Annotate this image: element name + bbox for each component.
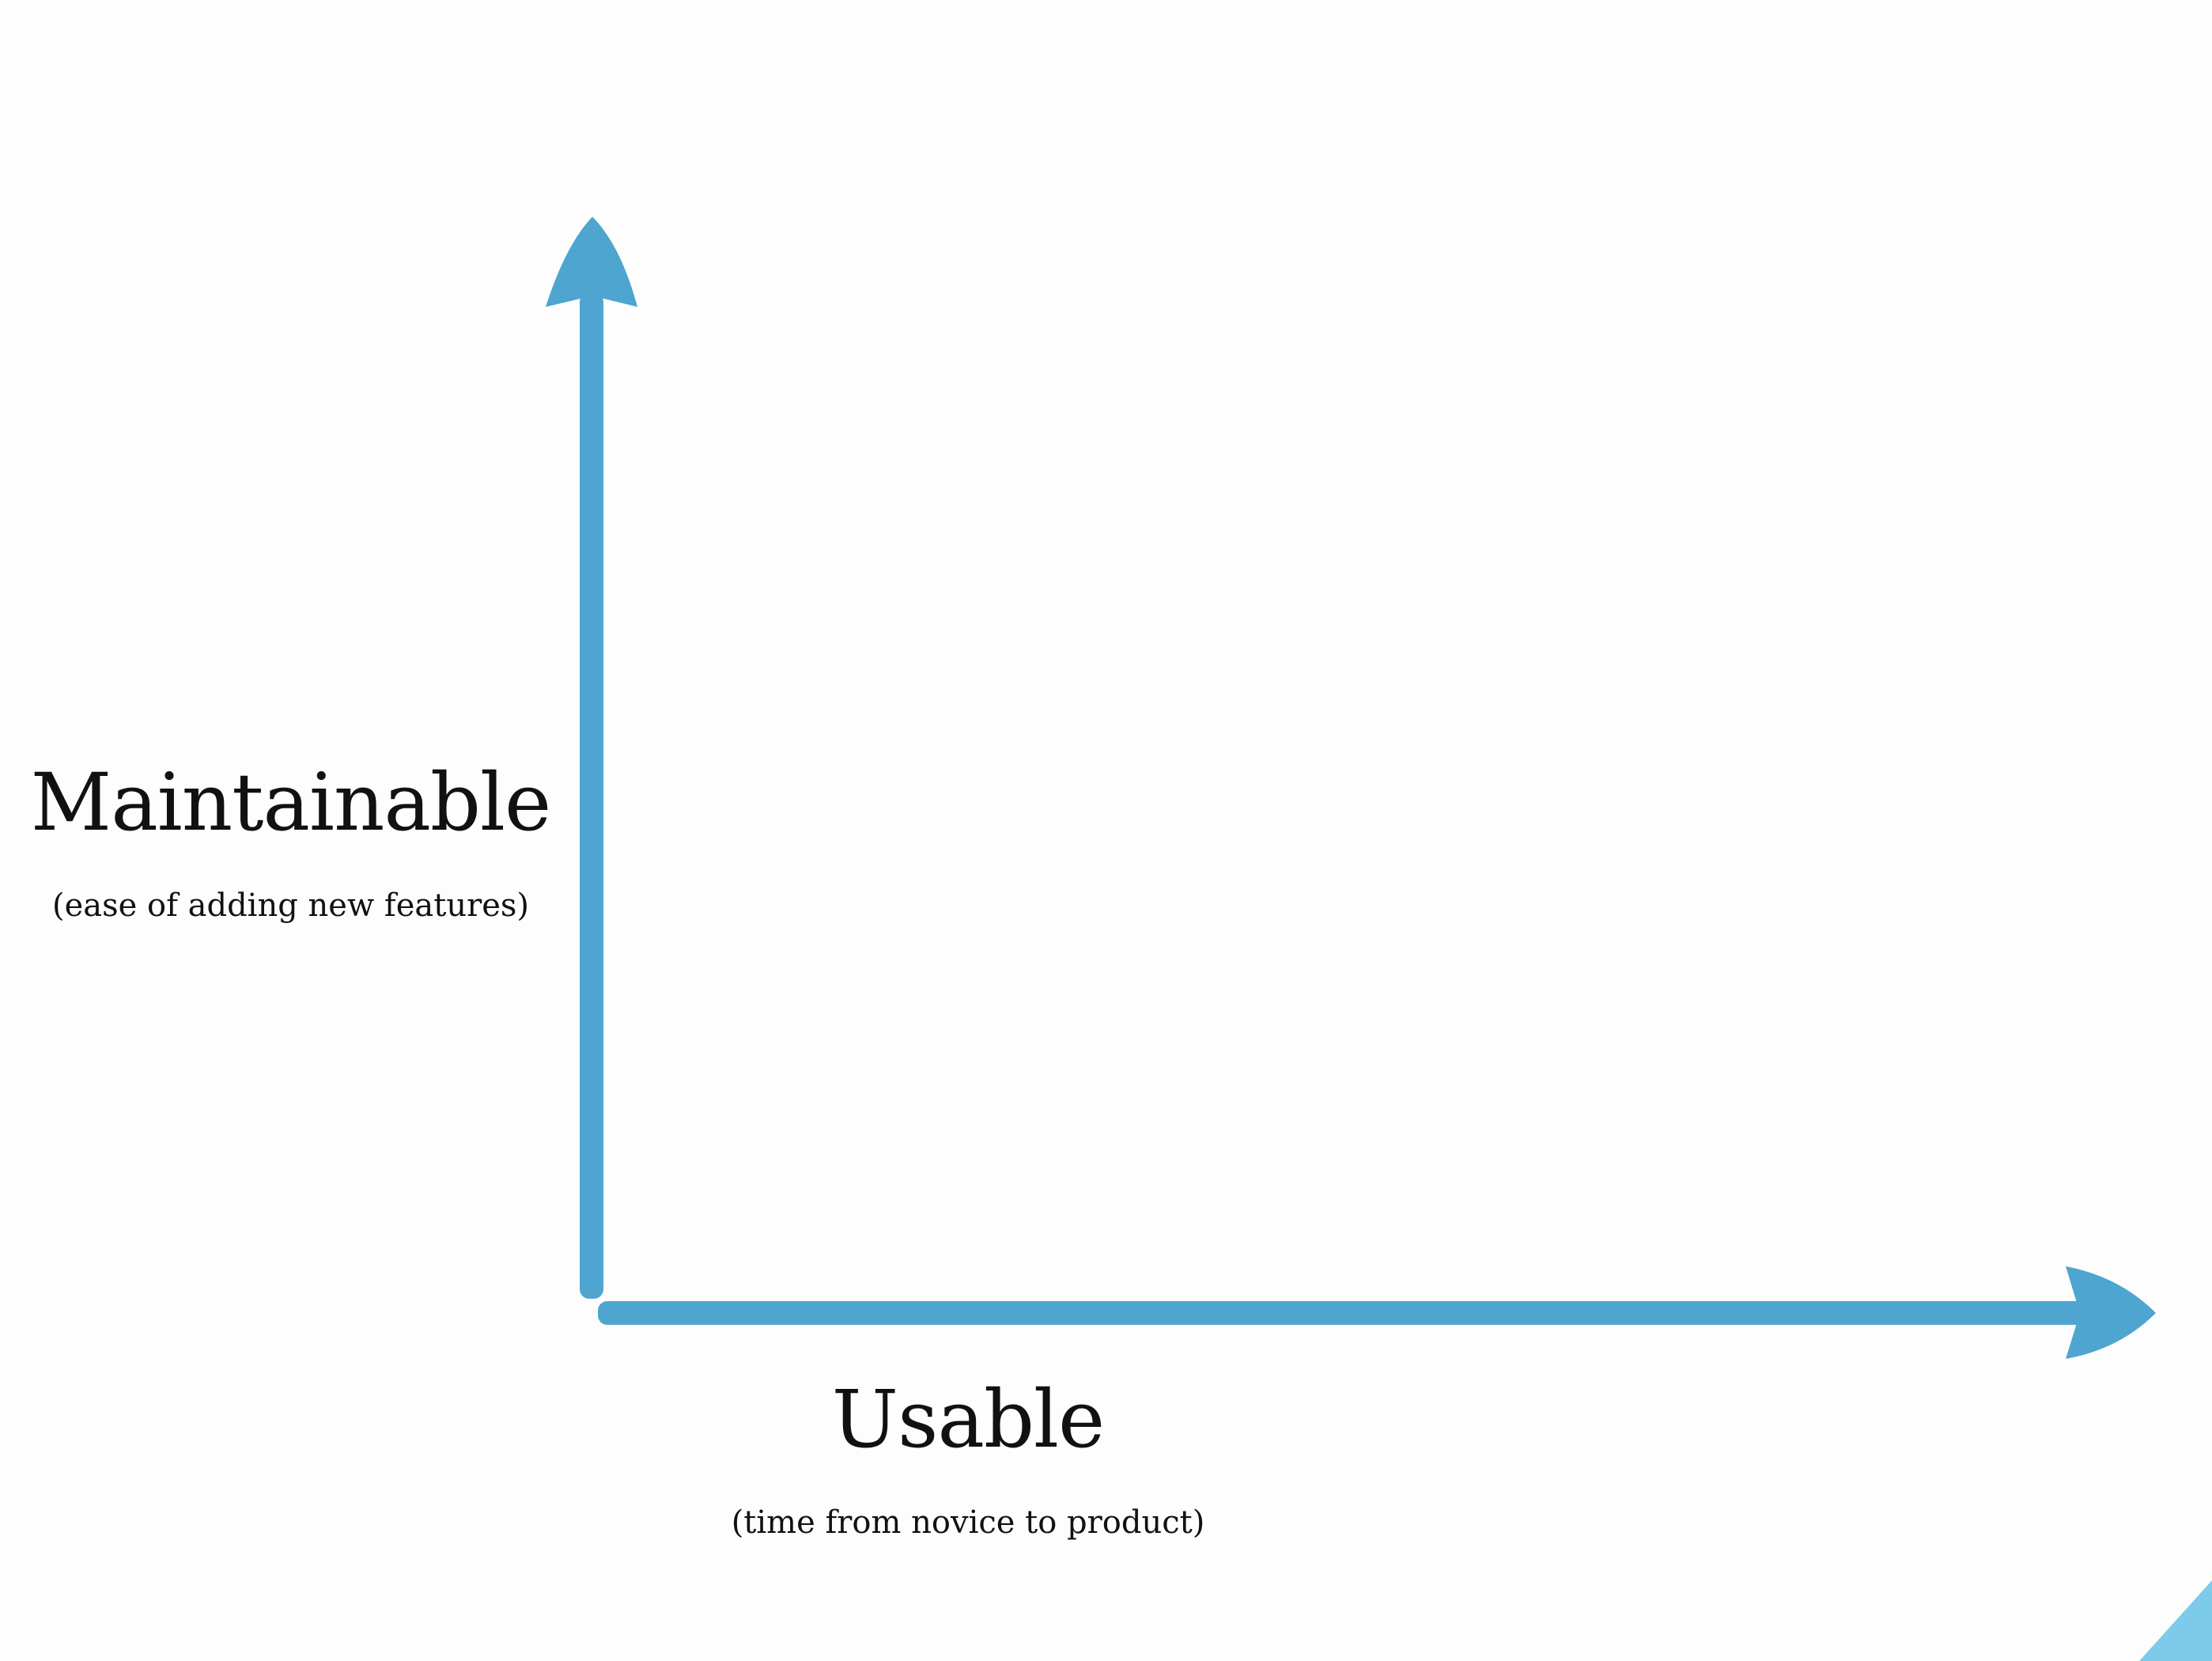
x-axis-title: Usable bbox=[831, 1373, 1105, 1466]
y-axis-arrowhead bbox=[546, 217, 637, 307]
x-axis-arrowhead bbox=[2066, 1266, 2156, 1359]
x-axis-line bbox=[598, 1301, 2100, 1325]
x-axis-subtitle: (time from novice to product) bbox=[731, 1504, 1205, 1541]
y-axis-line bbox=[580, 293, 603, 1299]
y-axis-subtitle: (ease of adding new features) bbox=[51, 887, 530, 924]
corner-accent bbox=[2139, 1580, 2212, 1661]
y-axis-title: Maintainable bbox=[30, 756, 551, 849]
